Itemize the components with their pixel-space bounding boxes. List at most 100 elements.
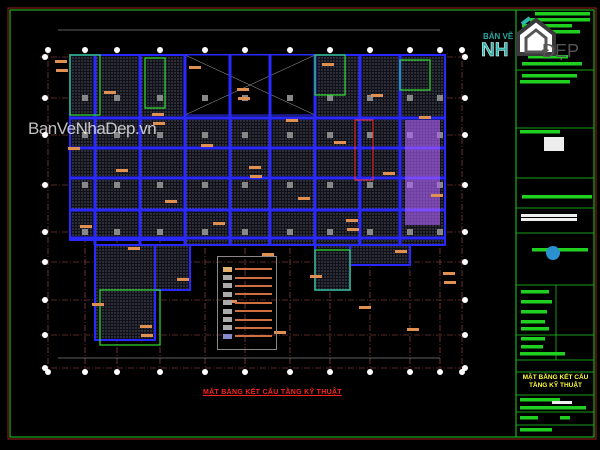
annotation-label <box>249 166 261 169</box>
annotation-label <box>189 66 201 69</box>
grid-bubble <box>407 47 413 53</box>
annotation-label <box>165 200 177 203</box>
column <box>157 229 163 235</box>
grid-bubble <box>42 95 48 101</box>
column <box>114 182 120 188</box>
stair-outline <box>399 59 431 91</box>
grid-bubble <box>42 182 48 188</box>
grid-bubble <box>42 54 48 60</box>
annotation-label <box>55 60 67 63</box>
grid-bubble <box>437 47 443 53</box>
annotation-label <box>250 175 262 178</box>
column <box>327 182 333 188</box>
title-block-field <box>521 320 545 324</box>
column <box>82 229 88 235</box>
annotation-label <box>286 119 298 122</box>
column <box>287 182 293 188</box>
grid-bubble <box>242 369 248 375</box>
title-block-field <box>535 12 590 16</box>
grid-bubble <box>82 47 88 53</box>
grid-bubble <box>459 47 465 53</box>
annotation-label <box>152 113 164 116</box>
annotation-label <box>443 272 455 275</box>
column <box>242 182 248 188</box>
company-logo-icon <box>546 246 560 260</box>
grid-bubble <box>242 47 248 53</box>
annotation-label <box>298 197 310 200</box>
column <box>202 229 208 235</box>
column <box>287 132 293 138</box>
annotation-label <box>347 228 359 231</box>
grid-bubble <box>42 365 48 371</box>
annotation-label <box>431 194 443 197</box>
grid-bubble <box>462 365 468 371</box>
grid-bubble <box>202 47 208 53</box>
column <box>242 132 248 138</box>
annotation-label <box>395 250 407 253</box>
column <box>242 229 248 235</box>
grid-bubble <box>45 47 51 53</box>
column <box>114 229 120 235</box>
stair-outline <box>144 57 166 109</box>
title-block-field <box>520 398 560 402</box>
title-block-field <box>522 74 577 78</box>
title-block-field <box>520 406 586 410</box>
annotation-label <box>128 247 140 250</box>
title-block-field <box>520 416 538 420</box>
column <box>367 182 373 188</box>
title-block-field <box>528 55 568 59</box>
grid-bubble <box>462 54 468 60</box>
annotation-label <box>238 97 250 100</box>
title-block-field <box>521 345 543 349</box>
brand-logo: BẢN VẼ NH ĐẸP <box>478 14 596 66</box>
floor-area <box>314 244 351 291</box>
column <box>407 229 413 235</box>
drawing-title: MẶT BẰNG KẾT CẤU TẦNG KỸ THUẬT <box>203 389 342 396</box>
grid-bubble <box>157 369 163 375</box>
column <box>82 132 88 138</box>
annotation-label <box>80 225 92 228</box>
title-block-field <box>520 352 565 356</box>
grid-bubble <box>367 369 373 375</box>
floor-area <box>94 244 156 341</box>
column <box>157 132 163 138</box>
column <box>114 95 120 101</box>
grid-bubble <box>42 259 48 265</box>
column <box>202 182 208 188</box>
annotation-label <box>407 328 419 331</box>
annotation-label <box>140 325 152 328</box>
annotation-label <box>92 303 104 306</box>
grid-bubble <box>114 47 120 53</box>
column <box>114 132 120 138</box>
title-block-field <box>530 18 590 22</box>
grid-bubble <box>327 47 333 53</box>
column <box>367 229 373 235</box>
house-icon <box>516 16 556 56</box>
column <box>157 182 163 188</box>
annotation-label <box>419 116 431 119</box>
column <box>82 95 88 101</box>
grid-bubble <box>202 369 208 375</box>
column <box>202 132 208 138</box>
title-block-field <box>520 80 570 84</box>
title-block-field <box>532 248 588 252</box>
annotation-label <box>177 278 189 281</box>
column <box>202 95 208 101</box>
column <box>437 229 443 235</box>
legend-box <box>217 256 277 350</box>
watermark: BanVeNhaDep.vn <box>28 119 157 138</box>
grid-bubble <box>114 369 120 375</box>
title-block-field-white <box>552 401 572 404</box>
title-block-field <box>522 195 592 199</box>
title-block-sheet-name: MẶT BẰNG KẾT CẤU TẦNG KỸ THUẬT <box>522 374 589 389</box>
stair-outline <box>314 54 346 96</box>
annotation-label <box>141 334 153 337</box>
drawing-frame <box>9 9 595 438</box>
annotation-label <box>56 69 68 72</box>
annotation-label <box>201 144 213 147</box>
stair-outline <box>314 249 351 291</box>
title-block-field <box>521 337 545 341</box>
grid-bubble <box>287 47 293 53</box>
stair-outline <box>99 289 161 346</box>
